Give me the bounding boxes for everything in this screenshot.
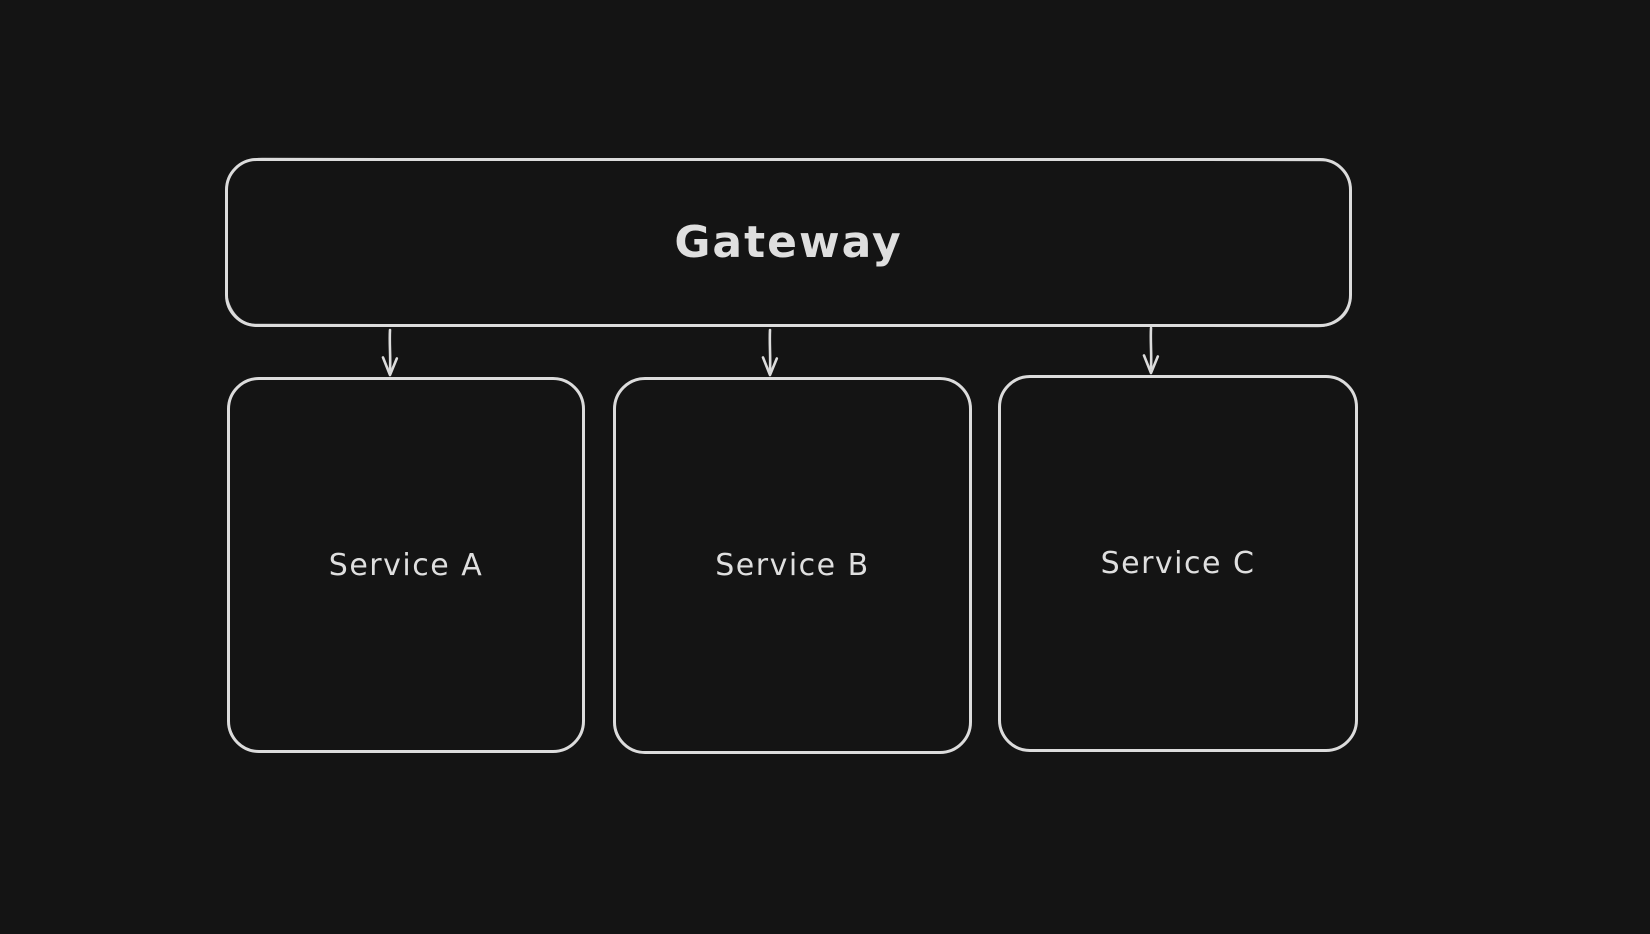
node-service-b-label: Service B bbox=[715, 548, 870, 583]
node-service-a: Service A bbox=[227, 377, 585, 753]
arrow-gateway-to-service-c-icon bbox=[1142, 326, 1160, 375]
node-service-a-label: Service A bbox=[328, 547, 484, 583]
arrow-gateway-to-service-b-icon bbox=[761, 328, 779, 377]
arrow-gateway-to-service-a-icon bbox=[381, 328, 399, 377]
node-service-c-label: Service C bbox=[1100, 546, 1256, 581]
node-service-c: Service C bbox=[998, 375, 1358, 752]
node-gateway: Gateway bbox=[225, 158, 1352, 327]
node-service-b: Service B bbox=[613, 377, 972, 754]
node-gateway-label: Gateway bbox=[674, 217, 903, 268]
